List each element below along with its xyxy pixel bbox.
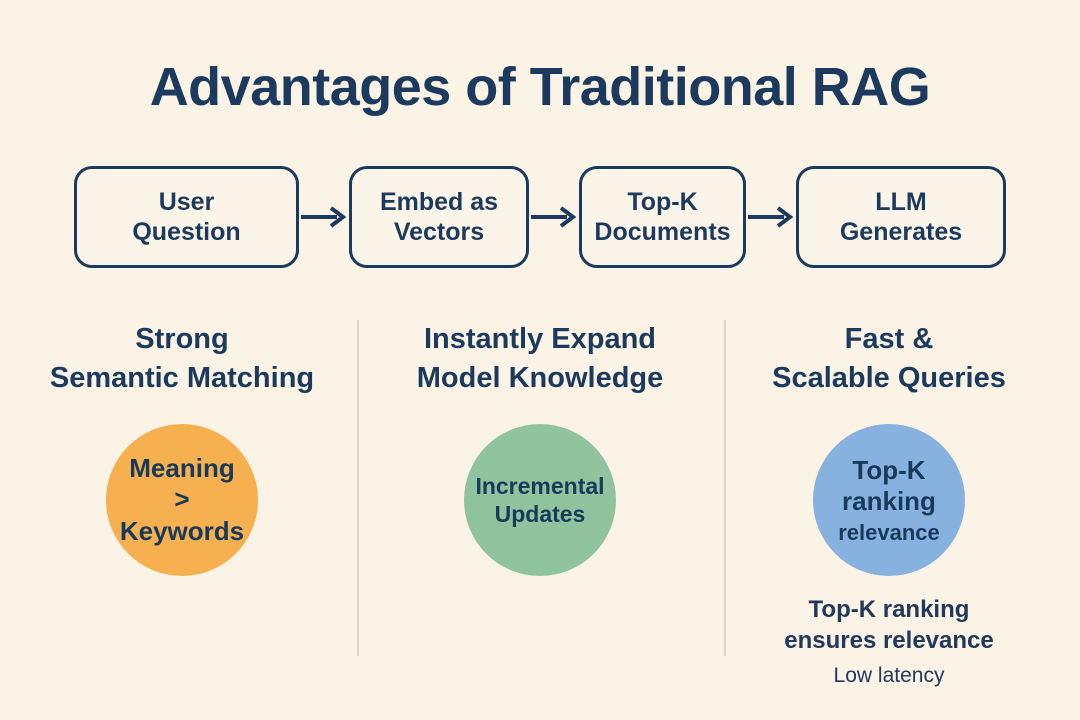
note-low-latency: Low latency xyxy=(833,663,945,687)
flow-step-embed-vectors: Embed as Vectors xyxy=(349,166,529,268)
circle-sublabel: relevance xyxy=(838,520,940,545)
column-model-knowledge: Instantly Expand Model Knowledge Increme… xyxy=(362,320,718,577)
column-heading: Fast & Scalable Queries xyxy=(772,323,1006,395)
column-heading: Instantly Expand Model Knowledge xyxy=(416,323,664,395)
note-topk-relevance: Top-K ranking ensures relevance xyxy=(784,596,994,655)
arrow-right-icon xyxy=(299,204,349,230)
flow-step-llm-generates: LLM Generates xyxy=(796,166,1006,268)
page-title: Advantages of Traditional RAG xyxy=(149,57,931,117)
flow-step-topk-documents: Top-K Documents xyxy=(579,166,746,268)
rag-flow-diagram: User Question Embed as Vectors Top-K Doc… xyxy=(0,166,1080,268)
scalable-queries-circle: Top-K ranking relevance xyxy=(813,424,965,577)
column-semantic-matching: Strong Semantic Matching Meaning > Keywo… xyxy=(8,320,356,577)
circle-label: Top-K ranking xyxy=(842,454,936,517)
column-divider xyxy=(357,320,359,656)
circle-label: Incremental Updates xyxy=(475,473,605,528)
model-knowledge-circle: Incremental Updates xyxy=(464,424,616,577)
arrow-right-icon xyxy=(746,204,796,230)
column-scalable-queries: Fast & Scalable Queries Top-K ranking re… xyxy=(716,320,1062,688)
semantic-matching-circle: Meaning > Keywords xyxy=(106,424,258,577)
column-heading: Strong Semantic Matching xyxy=(49,323,315,395)
arrow-right-icon xyxy=(529,204,579,230)
flow-step-user-question: User Question xyxy=(74,166,299,268)
circle-label: Meaning > Keywords xyxy=(119,452,245,547)
column-divider xyxy=(724,320,726,656)
